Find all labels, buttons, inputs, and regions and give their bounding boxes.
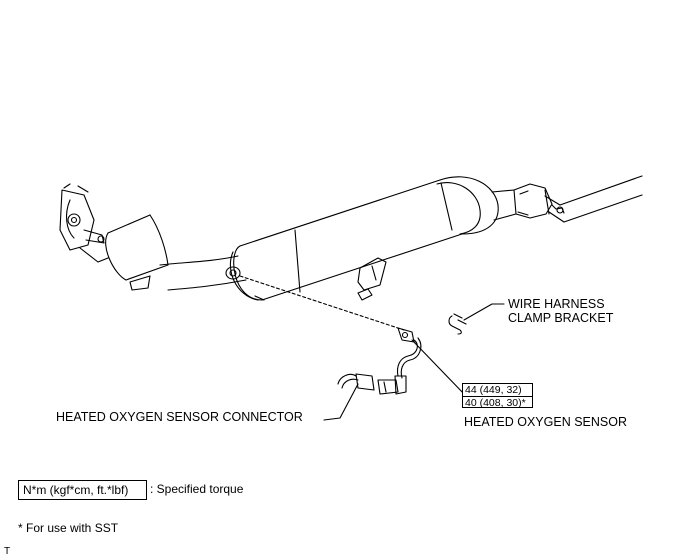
- sensor-connector-part: [337, 373, 399, 395]
- front-converter: [105, 214, 169, 291]
- sensor-leader: [411, 339, 467, 397]
- front-pipe: [159, 255, 247, 291]
- connector-label: HEATED OXYGEN SENSOR CONNECTOR: [56, 410, 303, 424]
- sensor-label: HEATED OXYGEN SENSOR: [464, 415, 627, 429]
- tail-pipe: [544, 175, 643, 223]
- manifold-flange: [59, 183, 109, 263]
- connector-leader: [323, 383, 359, 421]
- oxygen-sensor-part: [394, 327, 422, 395]
- mount-bracket: [357, 257, 387, 301]
- torque-value-1: 44 (449, 32): [465, 384, 522, 396]
- torque-value-2: 40 (408, 30)*: [465, 397, 526, 409]
- sensor-axis: [239, 275, 405, 331]
- sst-footnote: * For use with SST: [18, 521, 119, 535]
- wire-harness-label-line1: WIRE HARNESS: [508, 297, 605, 311]
- wire-harness-label-line2: CLAMP BRACKET: [508, 311, 614, 325]
- clamp-bracket-part: [448, 313, 467, 335]
- torque-spec-box: 44 (449, 32) 40 (408, 30)*: [462, 383, 533, 409]
- torque-unit-box: N*m (kgf*cm, ft.*lbf): [18, 480, 147, 500]
- muffler-body: [229, 176, 499, 301]
- corner-mark: T: [4, 546, 11, 557]
- rear-flange: [491, 183, 565, 221]
- wire-harness-leader: [463, 303, 505, 321]
- torque-divider: [463, 396, 532, 397]
- torque-legend-description: : Specified torque: [150, 482, 244, 496]
